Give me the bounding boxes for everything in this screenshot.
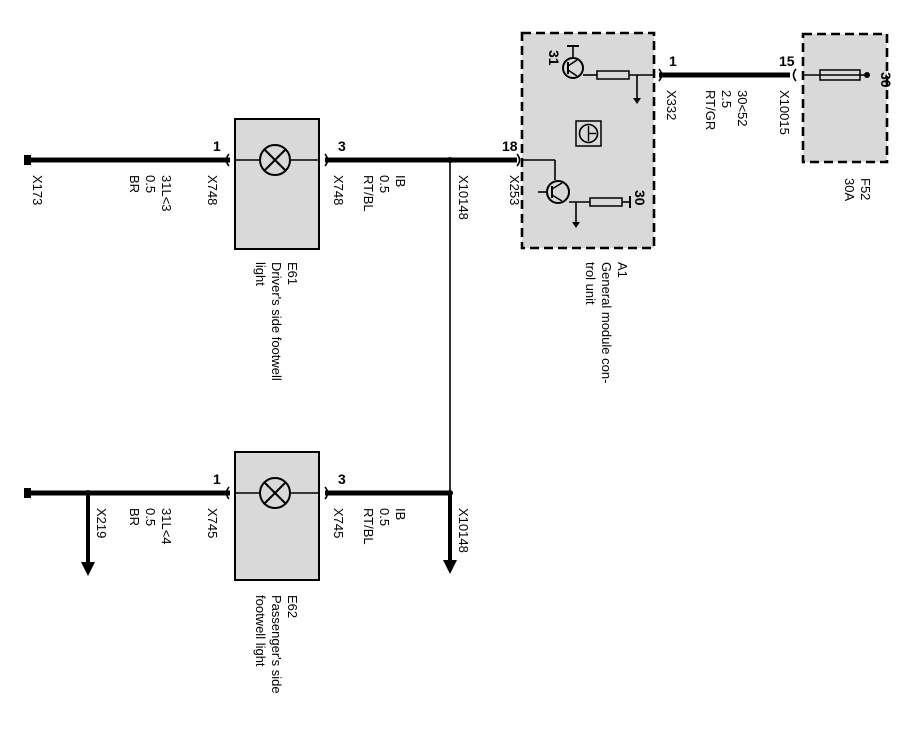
- x173-ground-terminal: [24, 155, 31, 165]
- label-e62-ground-color: BR: [127, 508, 142, 526]
- pin-a1-input: 18: [502, 138, 518, 154]
- label-e62-name-line2: footwell light: [253, 595, 268, 667]
- label-f52-id: F52: [858, 178, 873, 200]
- a1-upper-arrow-icon: [633, 98, 641, 104]
- e62-ground-terminal: [24, 488, 31, 498]
- label-x748-left: X748: [205, 175, 220, 205]
- label-x332: X332: [664, 90, 679, 120]
- label-x748-right: X748: [331, 175, 346, 205]
- label-x745-left: X745: [205, 508, 220, 538]
- a1-lower-transistor-icon: [538, 180, 570, 204]
- label-e61-feed-color: RT/BL: [361, 175, 376, 212]
- pin-e62-right: 3: [338, 471, 346, 487]
- label-e61-id: E61: [285, 262, 300, 285]
- label-e61-name-line2: light: [253, 262, 268, 286]
- e62-lamp-icon: [259, 477, 291, 509]
- label-e62-ground-signal: 31L<4: [159, 508, 174, 545]
- label-e62-feed-size: 0.5: [377, 508, 392, 526]
- pin-a1-ground: 31: [546, 50, 562, 66]
- pin-f52-out: 30: [878, 72, 894, 88]
- e61-lamp-icon: [259, 144, 291, 176]
- pin-a1-output: 1: [669, 53, 677, 69]
- label-e61-feed-size: 0.5: [377, 175, 392, 193]
- label-a1-name-line2: trol unit: [583, 262, 598, 305]
- a1-control-unit-icon: [575, 120, 602, 147]
- label-e61-name-line1: Driver's side footwell: [269, 262, 284, 381]
- label-x10015: X10015: [777, 90, 792, 135]
- f52-fuse-box: [801, 32, 889, 164]
- a1-lower-resistor-icon: [589, 197, 623, 207]
- pin-a1-supply: 30: [632, 190, 648, 206]
- f52-terminal-dot: [864, 72, 870, 78]
- label-x253: X253: [507, 175, 522, 205]
- a1-upper-resistor-icon: [596, 70, 630, 80]
- x10148-arrow-icon: [443, 560, 457, 574]
- a1-upper-transistor-icon: [562, 45, 584, 79]
- label-x219: X219: [94, 508, 109, 538]
- x745-left-connector: [225, 486, 230, 500]
- e61-lamp-box: [234, 118, 320, 250]
- label-e62-feed-color: RT/BL: [361, 508, 376, 545]
- label-x173: X173: [30, 175, 45, 205]
- label-f52-rating: 30A: [842, 178, 857, 201]
- label-e61-feed-signal: IB: [393, 175, 408, 187]
- pin-e62-left: 1: [213, 471, 221, 487]
- label-a1-supply-size: 2.5: [719, 90, 734, 108]
- x748-left-connector: [225, 153, 230, 167]
- x253-connector: [516, 153, 521, 167]
- label-e61-ground-size: 0.5: [143, 175, 158, 193]
- label-a1-name-line1: General module con-: [599, 262, 614, 383]
- label-x745-right: X745: [331, 508, 346, 538]
- label-a1-id: A1: [615, 262, 630, 278]
- x219-arrow-icon: [81, 562, 95, 576]
- x10015-connector: [792, 68, 797, 82]
- label-e61-ground-signal: 31L<3: [159, 175, 174, 212]
- e62-lamp-box: [234, 451, 320, 581]
- label-x10148-top: X10148: [456, 175, 471, 220]
- a1-lower-arrow-icon: [572, 222, 580, 228]
- label-a1-supply-color: RT/GR: [703, 90, 718, 130]
- label-a1-supply-signal: 30<52: [735, 90, 750, 127]
- label-e62-id: E62: [285, 595, 300, 618]
- pin-e61-right: 3: [338, 138, 346, 154]
- label-e62-name-line1: Passenger's side: [269, 595, 284, 694]
- label-x10148-bottom: X10148: [456, 508, 471, 553]
- label-e62-ground-size: 0.5: [143, 508, 158, 526]
- pin-e61-left: 1: [213, 138, 221, 154]
- label-e62-feed-signal: IB: [393, 508, 408, 520]
- pin-f52-in: 15: [779, 53, 795, 69]
- label-e61-ground-color: BR: [127, 175, 142, 193]
